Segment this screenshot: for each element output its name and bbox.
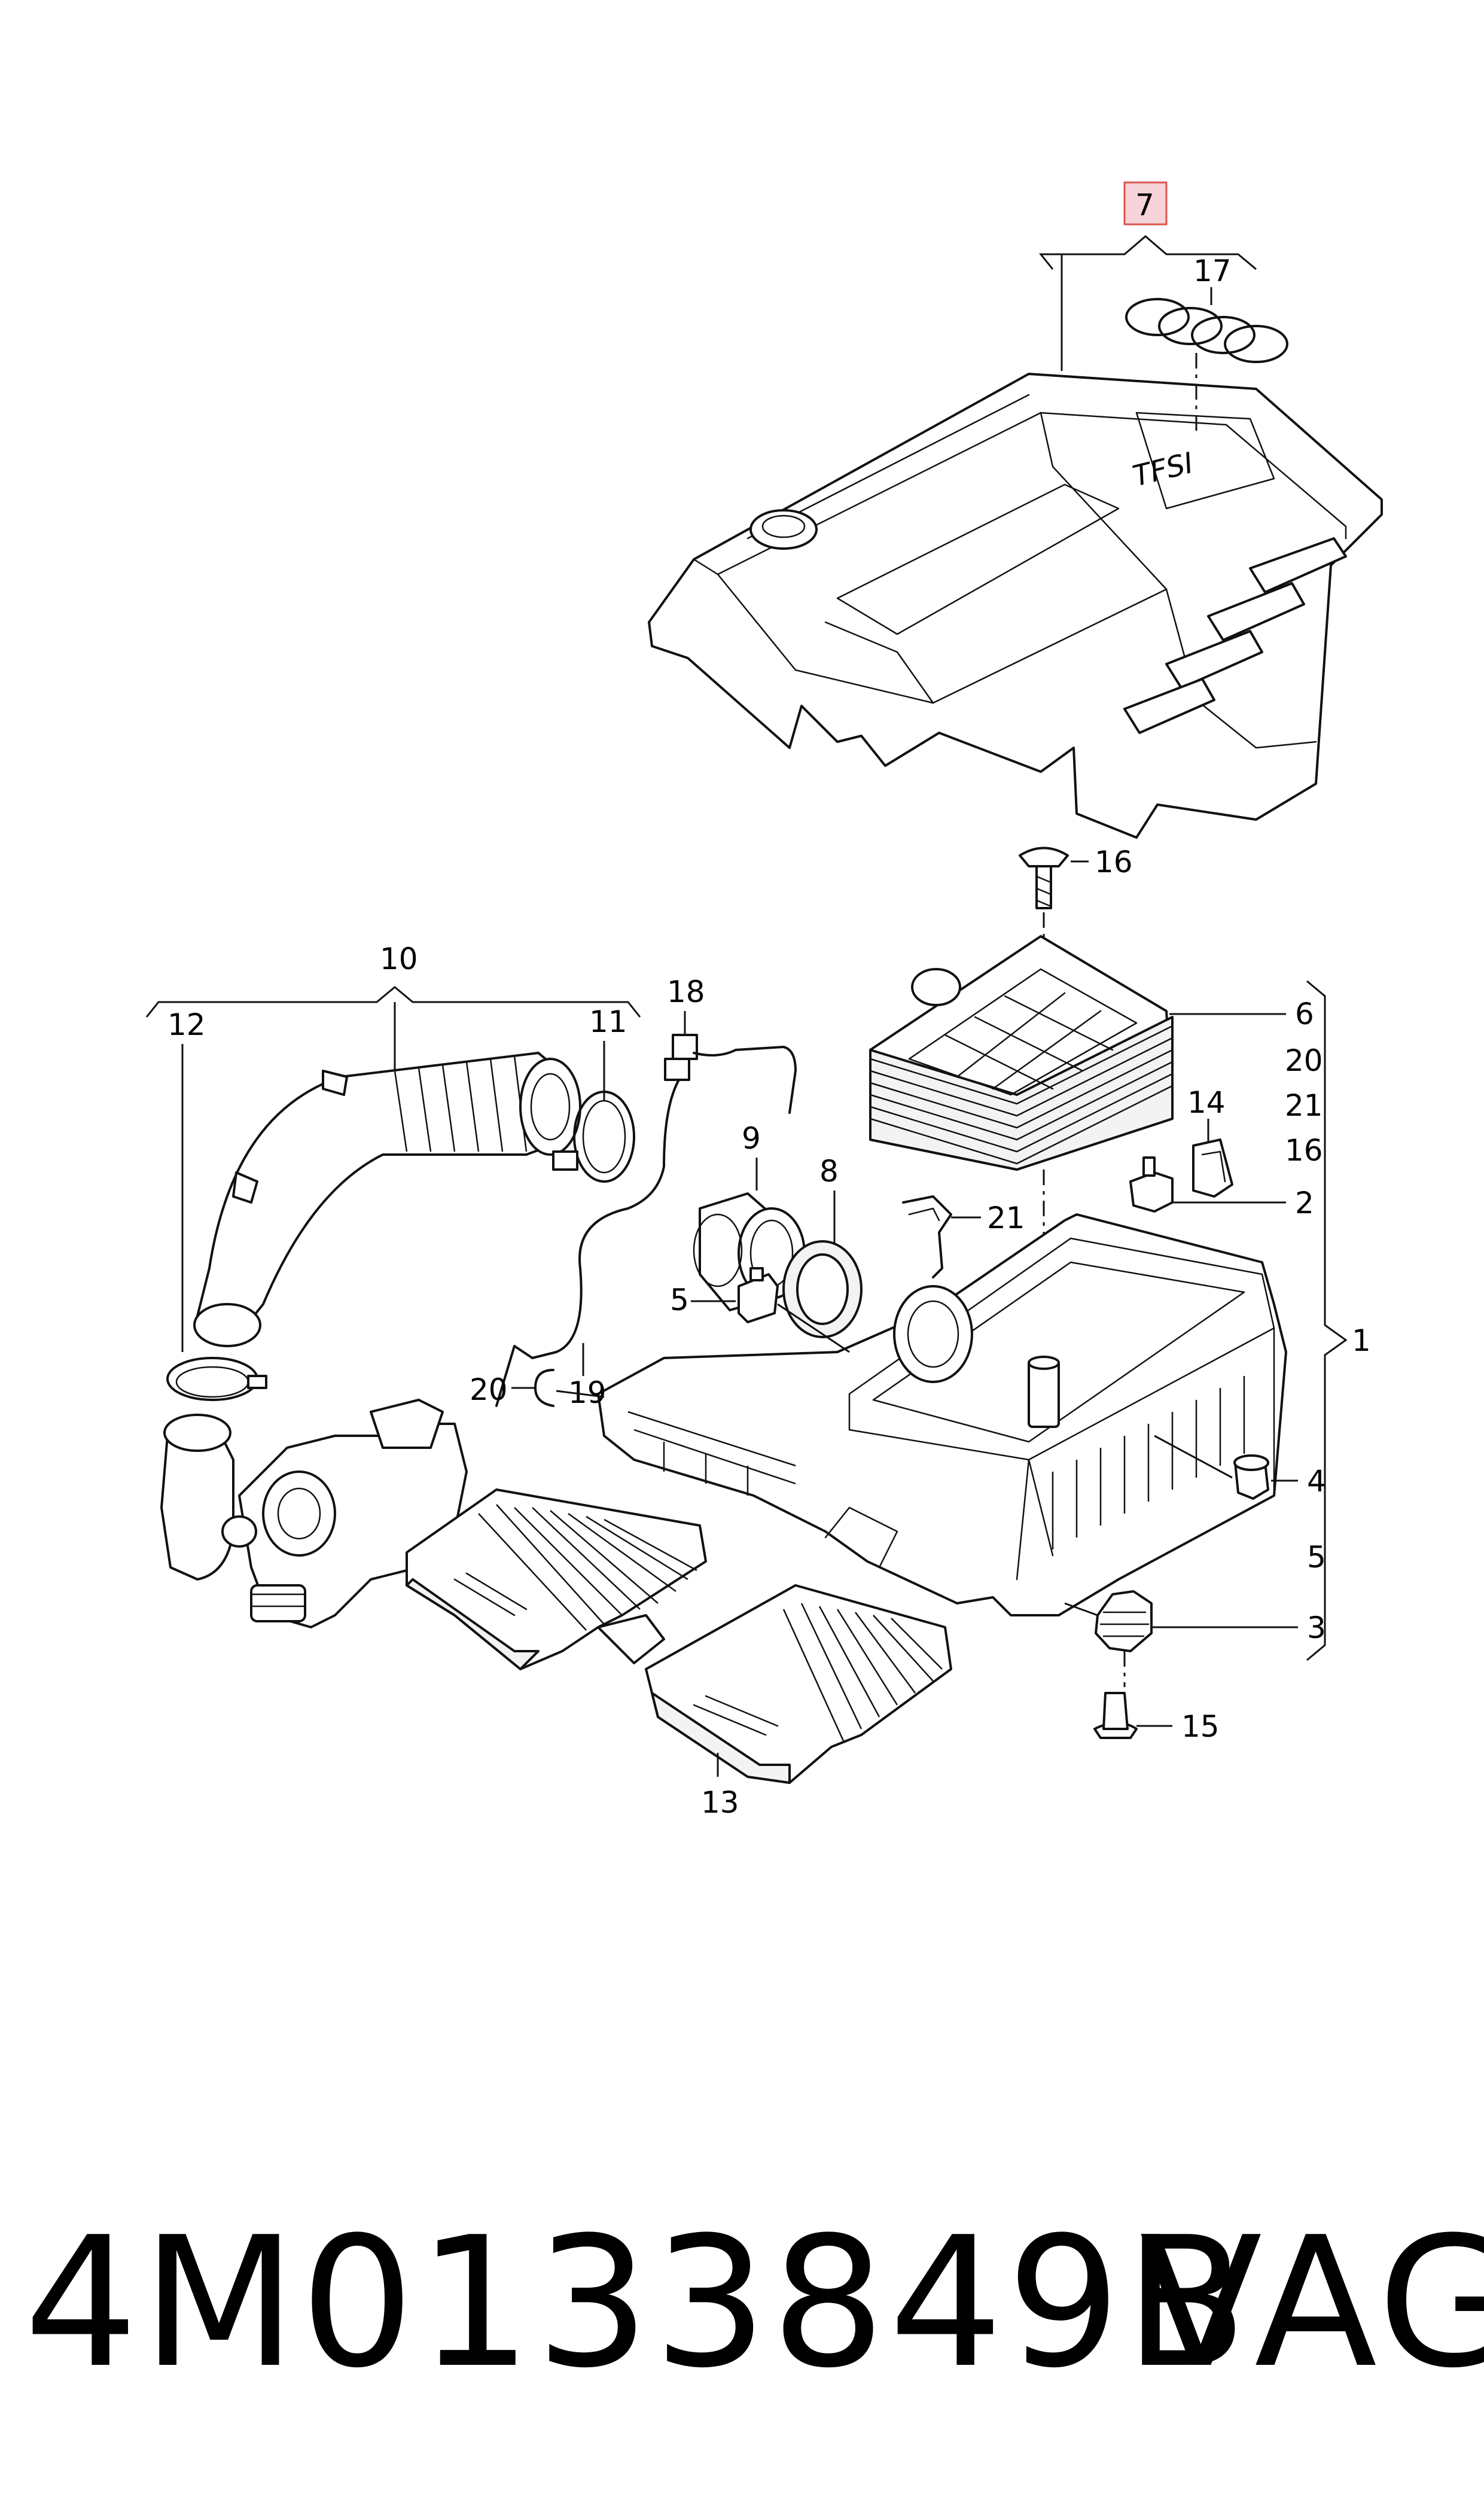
rubber-buffer-3	[1095, 1590, 1153, 1652]
pin-15	[1093, 1692, 1138, 1739]
callout-13: 13	[701, 1785, 739, 1820]
callout-11: 11	[589, 1004, 627, 1039]
air-guide-left	[406, 1488, 707, 1670]
callout-20b: 20	[470, 1372, 508, 1407]
part-number: 4M0133849B	[24, 2199, 1251, 2407]
callout-21a: 21	[1285, 1088, 1323, 1123]
grommet-2	[1129, 1156, 1174, 1213]
breather-connector-18	[664, 1034, 698, 1081]
filter-ring-8	[782, 1240, 863, 1338]
callout-4: 4	[1307, 1464, 1326, 1499]
callout-15: 15	[1181, 1709, 1220, 1744]
callout-17: 17	[1193, 254, 1232, 288]
air-guide-connector	[597, 1614, 665, 1664]
callout-20a: 20	[1285, 1043, 1323, 1078]
air-filter-element	[869, 935, 1174, 1171]
brand-name: VAG	[1139, 2199, 1484, 2407]
callout-16b: 16	[1285, 1133, 1323, 1168]
callout-8: 8	[819, 1154, 839, 1189]
callout-9: 9	[742, 1121, 761, 1156]
callout-18: 18	[667, 975, 705, 1009]
turbocharger-elbow	[160, 1399, 468, 1628]
callout-14: 14	[1187, 1085, 1226, 1120]
callout-6: 6	[1295, 997, 1314, 1031]
callout-21b: 21	[987, 1201, 1025, 1235]
hose-clamp-11	[552, 1091, 635, 1183]
air-filter-housing	[597, 1213, 1287, 1616]
callout-10: 10	[380, 942, 418, 976]
engine-cover: TFSI	[648, 373, 1383, 839]
holder-14	[1192, 1138, 1233, 1198]
callout-5a: 5	[670, 1283, 689, 1317]
callout-16a: 16	[1095, 845, 1133, 879]
callout-2: 2	[1295, 1186, 1314, 1220]
callout-5b: 5	[1307, 1540, 1326, 1575]
rings-badge-icon	[1125, 298, 1288, 363]
callout-12: 12	[167, 1007, 206, 1042]
grommet-4	[1233, 1454, 1269, 1500]
callout-1: 1	[1352, 1323, 1371, 1358]
highlighted-callout-box	[1123, 181, 1168, 226]
vent-hose-21	[902, 1195, 952, 1278]
callout-3: 3	[1307, 1610, 1326, 1645]
hose-clamp-12	[166, 1357, 267, 1401]
callout-7: 7	[1135, 188, 1154, 223]
bolt-16	[1019, 847, 1069, 909]
air-guide-right	[645, 1584, 952, 1784]
valve-5	[738, 1267, 779, 1323]
intake-hose	[193, 1052, 581, 1347]
clip-20	[534, 1369, 554, 1407]
